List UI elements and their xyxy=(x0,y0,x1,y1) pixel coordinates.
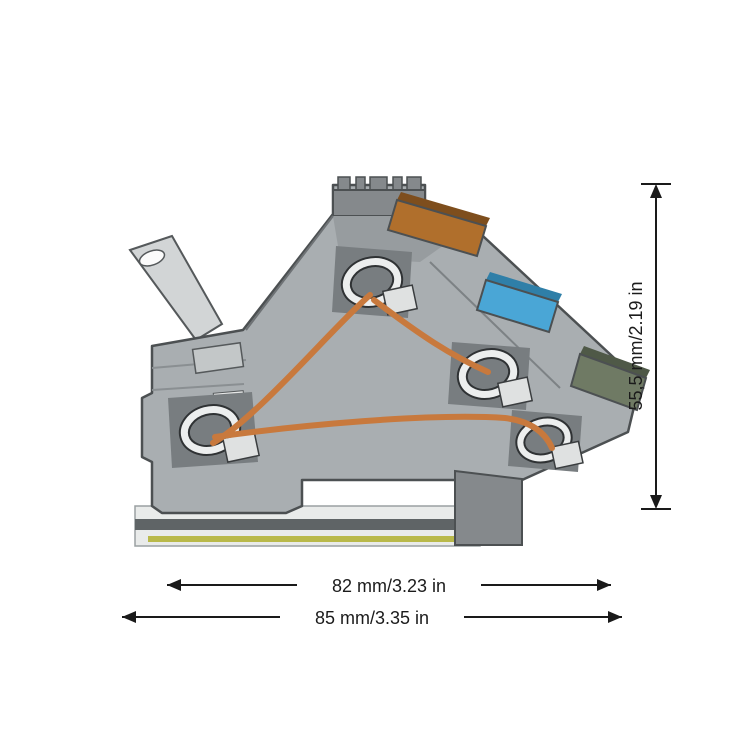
copper-wire-middle xyxy=(371,297,491,375)
orange-clamp-face xyxy=(386,198,488,258)
arrow-right-icon xyxy=(608,611,622,623)
clamp-cage xyxy=(496,376,534,408)
arrow-down-icon xyxy=(650,495,662,509)
din-rail-groove xyxy=(135,519,480,530)
orange-clamp-top xyxy=(397,192,490,226)
panel-seam-line xyxy=(245,215,334,331)
clamp-unit-center-right xyxy=(448,342,534,410)
copper-busbar xyxy=(210,292,555,451)
green-clamp-face xyxy=(569,352,648,412)
spring-loop xyxy=(517,418,571,462)
clamp-unit-lower-left xyxy=(168,392,261,468)
dimension-width-outer-label: 85 mm/3.35 in xyxy=(315,608,429,628)
copper-wire-lower xyxy=(212,413,555,451)
right-mounting-foot xyxy=(454,469,523,546)
release-lever xyxy=(128,234,224,342)
top-connector xyxy=(332,176,426,217)
release-lever-hole xyxy=(138,249,166,267)
arrow-left-icon xyxy=(122,611,136,623)
din-rail-stripe xyxy=(148,536,468,542)
push-button-orange xyxy=(386,192,490,258)
dimension-width-inner: 82 mm/3.23 in xyxy=(167,571,611,599)
blue-clamp-face xyxy=(475,278,560,334)
dimension-width-outer: 85 mm/3.35 in xyxy=(122,603,622,631)
clamp-unit-middle xyxy=(332,246,419,318)
panel-seam-line xyxy=(429,261,561,389)
arrow-up-icon xyxy=(650,184,662,198)
green-clamp-top xyxy=(580,346,650,378)
spring-loop xyxy=(180,406,240,454)
test-slot xyxy=(191,341,245,375)
dimension-width-inner-label: 82 mm/3.23 in xyxy=(332,576,446,596)
label-mask xyxy=(280,603,464,631)
dimension-height-label: 55,5 mm/2.19 in xyxy=(626,281,646,410)
blue-clamp-top xyxy=(486,272,562,302)
release-lever-arm xyxy=(128,234,224,342)
panel-groove-line xyxy=(151,383,245,391)
dimension-height: 55,5 mm/2.19 in xyxy=(626,183,671,510)
arrow-right-icon xyxy=(597,579,611,591)
arrow-left-icon xyxy=(167,579,181,591)
spring-loop xyxy=(458,350,518,398)
push-button-green xyxy=(569,346,650,412)
clamp-cage xyxy=(550,440,584,470)
push-button-blue xyxy=(475,272,562,334)
label-mask xyxy=(297,571,481,599)
copper-wire-left xyxy=(210,292,373,446)
clamp-cage xyxy=(381,284,419,316)
